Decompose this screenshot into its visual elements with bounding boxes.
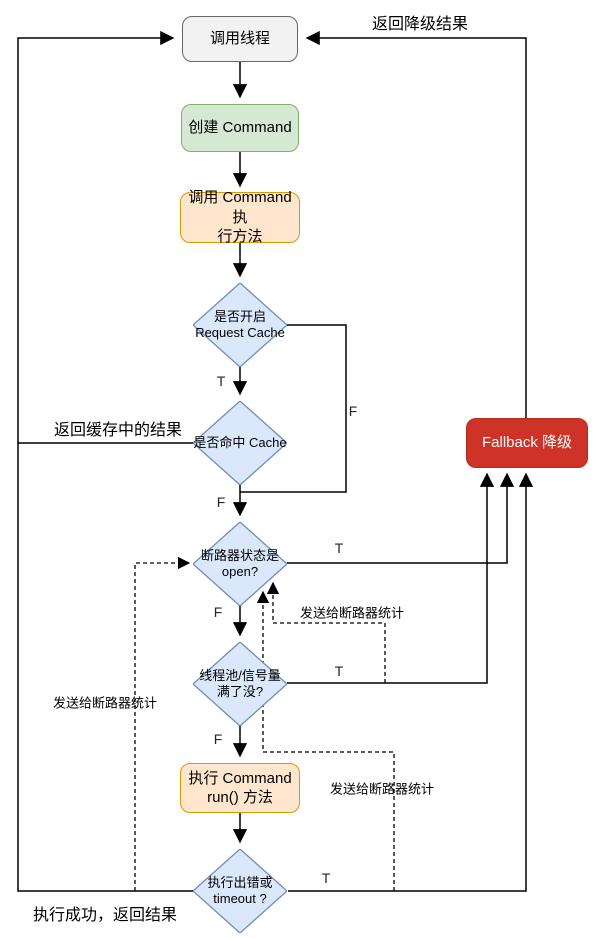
node-error-or-timeout: 执行出错或 timeout ? [193,849,287,933]
label-send-stats-1: 发送给断路器统计 [299,605,405,621]
edge-stats-from-error-dashed [256,590,395,891]
diamond-label: 执行出错或 timeout ? [207,874,273,906]
diamond-label: 线程池/信号量 满了没? [199,667,281,699]
edge-fallback-return-to-caller [305,30,527,418]
node-circuit-breaker-open: 断路器状态是 open? [193,522,287,606]
edge-circuit-t-to-fallback [287,472,515,564]
edge-stats-from-pool-dashed [266,581,386,683]
node-request-cache-enabled: 是否开启 Request Cache [193,283,287,367]
edge-error-t-to-fallback [288,472,534,892]
label-send-stats-3: 发送给断路器统计 [52,695,158,711]
label-success-return-result: 执行成功，返回结果 [32,907,178,924]
branch-label-t: T [334,540,344,556]
edge-pool-t-to-fallback [287,472,495,684]
node-pool-semaphore-full: 线程池/信号量 满了没? [193,642,287,726]
branch-label-t: T [321,870,331,886]
diamond-shape [193,401,287,485]
label-return-cached-result: 返回缓存中的结果 [53,422,183,439]
label-send-stats-2: 发送给断路器统计 [329,781,435,797]
node-cache-hit: 是否命中 Cache [193,401,287,485]
node-run-command: 执行 Command run() 方法 [180,763,300,813]
branch-label-f: F [213,604,223,620]
branch-label-t: T [334,663,344,679]
diamond-label: 是否命中 Cache [193,434,287,450]
diamond-shape [193,283,287,367]
edge-stats-from-success-dashed [134,556,191,891]
diamond-shape [193,849,287,933]
label-return-fallback-result: 返回降级结果 [371,16,469,33]
node-create-command: 创建 Command [181,104,299,152]
branch-label-f: F [348,403,358,419]
node-caller-thread: 调用线程 [182,16,298,62]
diamond-label: 是否开启 Request Cache [195,308,285,340]
branch-label-f: F [213,731,223,747]
diamond-shape [193,522,287,606]
edge-requestcache-f-bypass [240,324,347,493]
diamond-shape [193,642,287,726]
node-invoke-execute-method: 调用 Command 执 行方法 [180,189,300,245]
edge-success-return-to-caller [17,30,195,892]
diamond-label: 断路器状态是 open? [200,547,279,579]
node-fallback-degrade: Fallback 降级 [466,418,588,468]
branch-label-t: T [216,373,226,389]
branch-label-f: F [216,494,226,510]
